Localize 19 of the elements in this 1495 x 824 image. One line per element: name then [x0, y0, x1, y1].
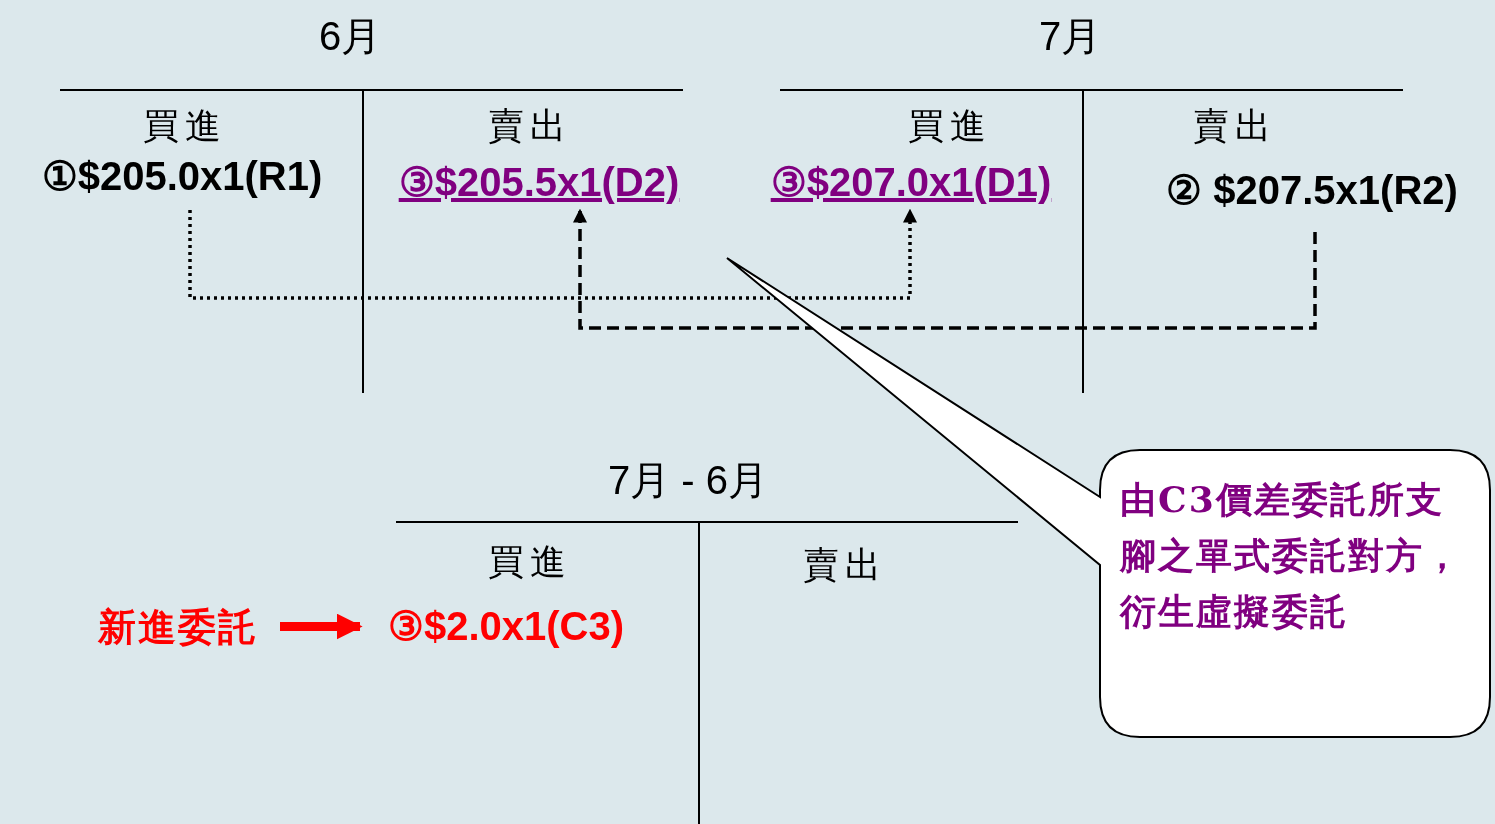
entry-text: ② $207.5x1(R2) — [1132, 164, 1492, 216]
callout-text: 由C3價差委託所支腳之單式委託對方，衍生虛擬委託 — [1120, 477, 1463, 634]
column-heading: 賣出 — [803, 543, 887, 587]
column-heading: 賣出 — [488, 104, 572, 148]
column-heading: 買進 — [143, 104, 227, 148]
month-heading: 6月 — [319, 13, 382, 60]
column-heading: 賣出 — [1193, 104, 1277, 148]
entry-text: ③$2.0x1(C3) — [360, 600, 652, 652]
arrow — [280, 613, 363, 640]
arrow — [188, 208, 917, 300]
arrow — [573, 208, 1317, 330]
month-heading: 7月 - 6月 — [608, 457, 769, 504]
entry-text: ①$205.0x1(R1) — [8, 150, 356, 202]
column-heading: 買進 — [908, 104, 992, 148]
month-heading: 7月 — [1039, 13, 1102, 60]
entry-text: ③$205.5x1(D2) — [366, 156, 712, 208]
column-heading: 買進 — [488, 540, 572, 584]
entry-text: ③$207.0x1(D1) — [738, 156, 1084, 208]
note-text: 新進委託 — [76, 602, 280, 652]
